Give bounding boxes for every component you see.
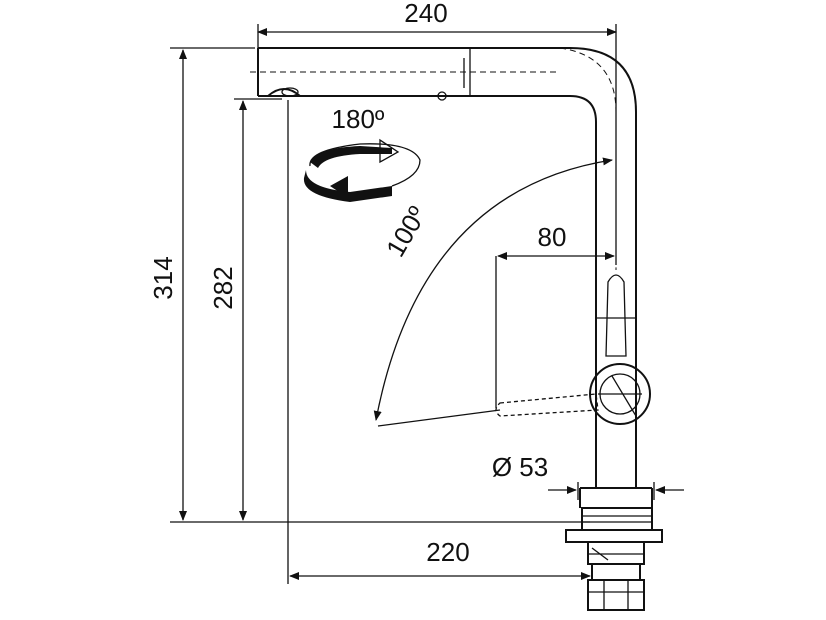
dimension-240-label: 240	[404, 0, 447, 28]
dimension-220-label: 220	[426, 537, 469, 567]
lever-swing-arc: 100º	[373, 157, 613, 427]
faucet-spout	[250, 47, 637, 300]
angle-100-label: 100º	[380, 201, 433, 262]
dimension-282-label: 282	[208, 266, 238, 309]
dimension-240: 240	[257, 0, 617, 265]
dimension-80-label: 80	[538, 222, 567, 252]
dimension-282: 282	[208, 98, 282, 521]
faucet-lever	[495, 274, 651, 425]
spout-rotation-symbol: 180º	[303, 104, 421, 202]
dimension-314-label: 314	[148, 256, 178, 299]
dimension-diameter-53-label: Ø 53	[492, 452, 548, 482]
faucet-base-fittings	[565, 507, 663, 611]
dimension-220: 220	[287, 100, 591, 584]
dimension-diameter-53: Ø 53	[492, 452, 684, 500]
dimension-314: 314	[148, 47, 590, 523]
angle-180-label: 180º	[332, 104, 385, 134]
